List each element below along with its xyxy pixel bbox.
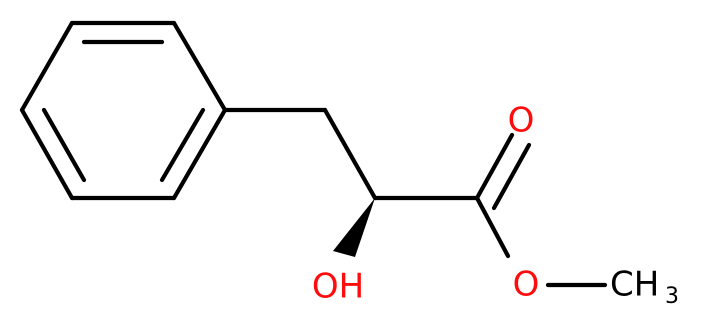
stereo-wedge-bond [333,198,375,257]
ring-bond-5 [19,107,75,201]
carbonyl-to-ester-o-bond [474,195,511,259]
hydroxyl-label: OH [312,267,364,307]
ring-bond-3-inner [159,107,206,183]
ring-bond-5-inner [41,107,87,183]
methyl-label: CH [610,265,659,305]
methyl-subscript: 3 [665,284,679,309]
carbonyl-double-bond-inner [491,142,532,211]
benzene-ring [19,20,228,201]
ring-bond-3 [171,107,228,201]
carbonyl-oxygen-label: O [508,101,535,141]
ester-oxygen-label: O [513,265,540,305]
ring-bond-6 [19,20,75,113]
ring-bond-2 [171,20,228,113]
carbonyl-double-bond-outer [474,132,515,201]
backbone [222,107,608,288]
ch2-to-alpha-bond [322,107,378,201]
